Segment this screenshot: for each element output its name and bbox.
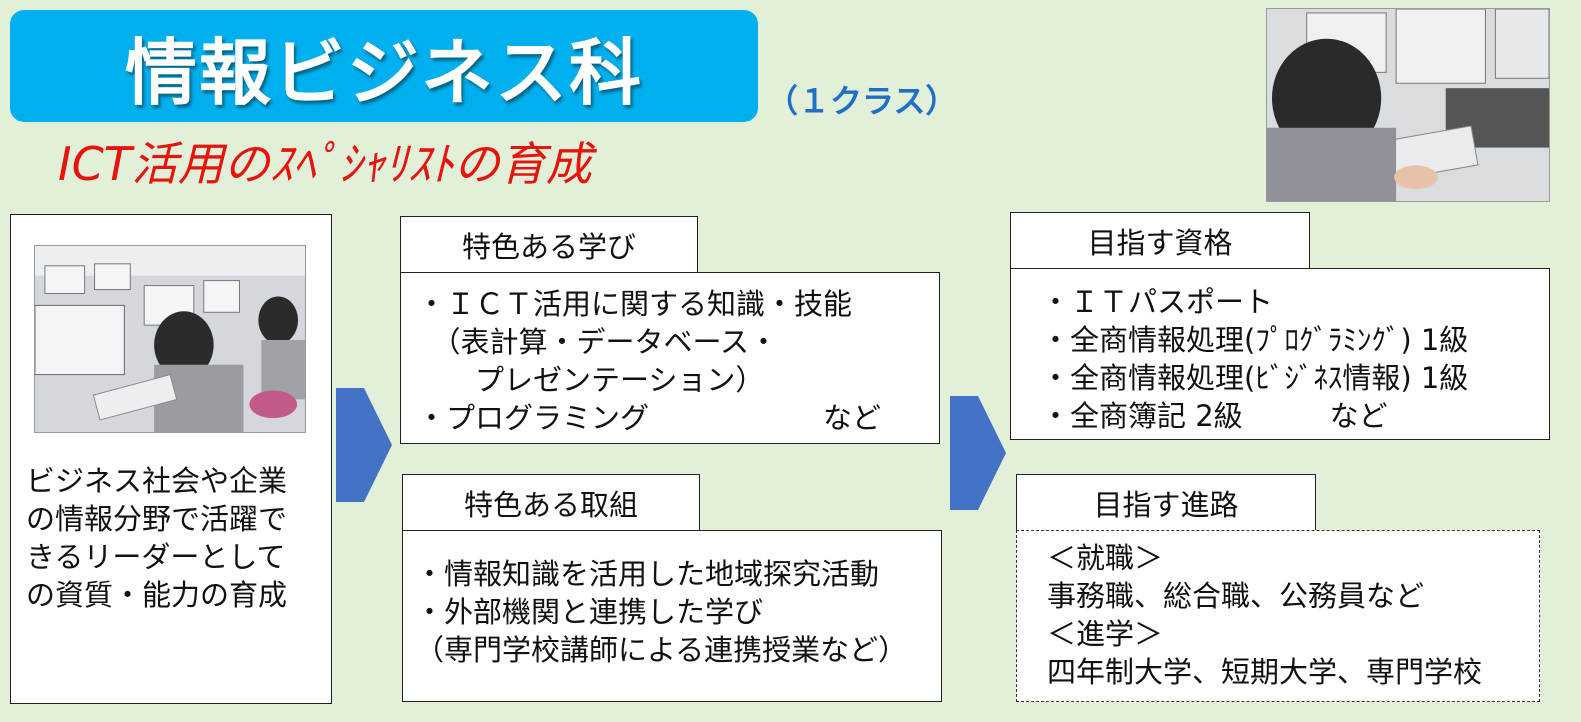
qualification-item: ・全商情報処理(ﾌﾟﾛｸﾞﾗﾐﾝｸﾞ) 1級	[1041, 323, 1469, 357]
learning-line: （表計算・データベース・	[417, 325, 779, 359]
activities-line: ・外部機関と連携した学び	[415, 595, 764, 629]
learning-label: 特色ある学び	[461, 230, 636, 264]
learning-label-box: 特色ある学び	[400, 216, 698, 274]
intro-description: ビジネス社会や企業 の情報分野で活躍で きるリーダーとして の資質・能力の育成	[26, 462, 326, 614]
class-count: （１クラス）	[766, 82, 958, 120]
activities-label: 特色ある取組	[463, 488, 638, 522]
title-banner: 情報ビジネス科	[10, 10, 758, 122]
qualification-item: ・全商簿記 2級 など	[1041, 399, 1388, 433]
page-title: 情報ビジネス科	[124, 30, 643, 115]
qualification-item: ・全商情報処理(ﾋﾞｼﾞﾈｽ情報) 1級	[1041, 361, 1469, 395]
career-line: 四年制大学、短期大学、専門学校	[1047, 655, 1483, 689]
qualifications-label: 目指す資格	[1087, 226, 1233, 260]
career-label-box: 目指す進路	[1016, 474, 1316, 532]
classroom-photo	[34, 245, 306, 433]
learning-line: ・プログラミング など	[417, 401, 882, 435]
qualifications-box: ・ＩＴパスポート ・全商情報処理(ﾌﾟﾛｸﾞﾗﾐﾝｸﾞ) 1級 ・全商情報処理(…	[1010, 268, 1550, 440]
learning-line: プレゼンテーション）	[417, 363, 765, 397]
career-label: 目指す進路	[1093, 488, 1239, 522]
activities-label-box: 特色ある取組	[402, 474, 700, 532]
learning-box: ・ＩＣＴ活用に関する知識・技能 （表計算・データベース・ プレゼンテーション） …	[400, 272, 940, 444]
activities-box: ・情報知識を活用した地域探究活動 ・外部機関と連携した学び （専門学校講師による…	[402, 530, 942, 702]
intro-line: ビジネス社会や企業	[26, 464, 288, 498]
arrow-1-icon	[336, 388, 392, 502]
activities-line: （専門学校講師による連携授業など）	[415, 633, 908, 667]
intro-line: の情報分野で活躍で	[26, 502, 288, 536]
career-line: ＜就職＞	[1047, 541, 1164, 575]
intro-line: の資質・能力の育成	[26, 578, 288, 612]
activities-line: ・情報知識を活用した地域探究活動	[415, 557, 880, 591]
computer-lab-photo	[1266, 8, 1550, 202]
career-line: ＜進学＞	[1047, 617, 1164, 651]
subtitle: ICT活用のｽﾍﾟｼｬﾘｽﾄの育成	[58, 137, 592, 191]
career-box: ＜就職＞ 事務職、総合職、公務員など ＜進学＞ 四年制大学、短期大学、専門学校	[1016, 530, 1540, 702]
qualifications-label-box: 目指す資格	[1010, 212, 1310, 270]
intro-line: きるリーダーとして	[26, 540, 286, 574]
qualification-item: ・ＩＴパスポート	[1041, 285, 1274, 319]
arrow-2-icon	[950, 396, 1006, 510]
learning-line: ・ＩＣＴ活用に関する知識・技能	[417, 287, 853, 321]
career-line: 事務職、総合職、公務員など	[1047, 579, 1425, 613]
